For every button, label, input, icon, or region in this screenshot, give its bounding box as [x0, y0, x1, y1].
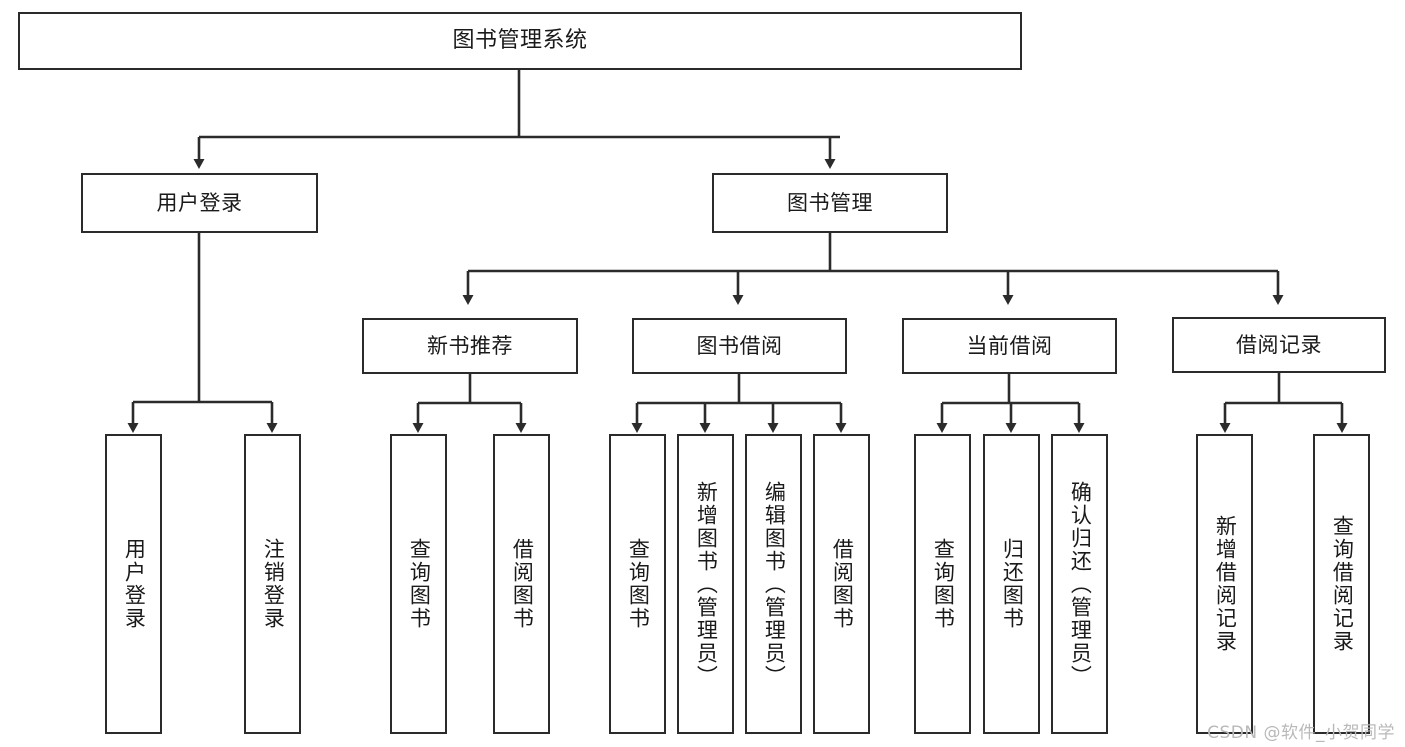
- leaf-current-confirm-return[interactable]: 确认归还（管理员）: [1051, 434, 1108, 734]
- leaf-current-confirm-return-label: 确认归还（管理员）: [1068, 480, 1093, 688]
- leaf-borrow-lend[interactable]: 借阅图书: [813, 434, 870, 734]
- node-book-management[interactable]: 图书管理: [712, 173, 948, 233]
- leaf-borrow-query-label: 查询图书: [626, 538, 651, 630]
- leaf-current-query[interactable]: 查询图书: [914, 434, 971, 734]
- leaf-new-books-query[interactable]: 查询图书: [390, 434, 447, 734]
- node-book-borrow[interactable]: 图书借阅: [632, 318, 847, 374]
- node-borrow-records-label: 借阅记录: [1236, 332, 1322, 357]
- watermark-text: CSDN @软件_小贺同学: [1207, 723, 1395, 743]
- leaf-borrow-add[interactable]: 新增图书（管理员）: [677, 434, 734, 734]
- leaf-records-query[interactable]: 查询借阅记录: [1313, 434, 1370, 734]
- node-root-label: 图书管理系统: [452, 28, 588, 54]
- node-current-borrow[interactable]: 当前借阅: [902, 318, 1117, 374]
- leaf-borrow-edit[interactable]: 编辑图书（管理员）: [745, 434, 802, 734]
- leaf-current-query-label: 查询图书: [931, 538, 956, 630]
- node-new-book-recommend[interactable]: 新书推荐: [362, 318, 578, 374]
- leaf-borrow-add-label: 新增图书（管理员）: [694, 480, 719, 688]
- leaf-records-add-label: 新增借阅记录: [1213, 515, 1238, 653]
- leaf-current-return[interactable]: 归还图书: [983, 434, 1040, 734]
- leaf-user-login-signout[interactable]: 注销登录: [244, 434, 301, 734]
- leaf-borrow-lend-label: 借阅图书: [830, 538, 855, 630]
- node-book-management-label: 图书管理: [787, 190, 873, 215]
- leaf-new-books-borrow-label: 借阅图书: [510, 538, 535, 630]
- node-borrow-records[interactable]: 借阅记录: [1172, 317, 1386, 373]
- node-book-borrow-label: 图书借阅: [696, 333, 783, 358]
- leaf-current-return-label: 归还图书: [1000, 538, 1025, 630]
- leaf-new-books-query-label: 查询图书: [407, 538, 432, 630]
- node-root[interactable]: 图书管理系统: [18, 12, 1022, 70]
- leaf-records-add[interactable]: 新增借阅记录: [1196, 434, 1253, 734]
- node-new-book-recommend-label: 新书推荐: [427, 333, 513, 358]
- node-user-login-label: 用户登录: [156, 190, 243, 215]
- node-current-borrow-label: 当前借阅: [966, 333, 1053, 358]
- leaf-borrow-edit-label: 编辑图书（管理员）: [762, 480, 787, 688]
- leaf-user-login-signout-label: 注销登录: [261, 538, 286, 630]
- leaf-user-login-signin-label: 用户登录: [122, 538, 147, 630]
- node-user-login[interactable]: 用户登录: [81, 173, 318, 233]
- leaf-borrow-query[interactable]: 查询图书: [609, 434, 666, 734]
- leaf-records-query-label: 查询借阅记录: [1330, 515, 1355, 653]
- leaf-new-books-borrow[interactable]: 借阅图书: [493, 434, 550, 734]
- leaf-user-login-signin[interactable]: 用户登录: [105, 434, 162, 734]
